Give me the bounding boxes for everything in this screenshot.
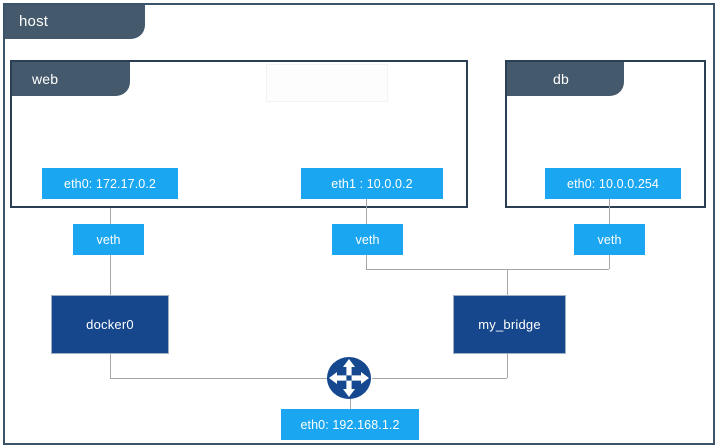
interface-web-eth1-label: eth1 : 10.0.0.2	[331, 176, 413, 191]
container-web-label-tab: web	[12, 62, 130, 96]
bridge-docker0: docker0	[51, 295, 169, 354]
link-veth-db-down	[609, 255, 610, 269]
link-db-eth0-to-veth	[609, 199, 610, 224]
interface-web-eth0-label: eth0: 172.17.0.2	[64, 176, 156, 191]
bridge-docker0-label: docker0	[86, 317, 134, 332]
veth-docker0: veth	[73, 224, 144, 255]
web-placeholder-rect	[266, 64, 388, 102]
bridge-my-bridge: my_bridge	[453, 295, 566, 354]
veth-web-mybridge: veth	[332, 224, 403, 255]
link-mybridge-down	[507, 354, 508, 378]
router-four-arrows-icon	[326, 355, 372, 401]
interface-host-eth0: eth0: 192.168.1.2	[281, 409, 419, 440]
veth-docker0-label: veth	[96, 232, 121, 247]
container-db-label: db	[553, 71, 569, 87]
link-docker0-to-router	[110, 378, 346, 379]
link-web-eth1-to-veth	[366, 199, 367, 224]
container-db-label-tab: db	[507, 62, 624, 96]
container-db: db	[505, 60, 706, 208]
link-veth-web-to-junction	[366, 269, 609, 270]
host-label: host	[19, 13, 49, 30]
link-mybridge-to-router	[372, 378, 507, 379]
interface-db-eth0: eth0: 10.0.0.254	[545, 168, 681, 199]
link-docker0-down	[110, 354, 111, 378]
veth-web-mybridge-label: veth	[355, 232, 380, 247]
interface-web-eth0: eth0: 172.17.0.2	[42, 168, 178, 199]
link-veth-web-down	[366, 255, 367, 269]
link-web-eth0-to-veth	[110, 208, 111, 224]
container-web-label: web	[32, 71, 59, 87]
link-junction-to-mybridge	[507, 269, 508, 300]
interface-host-eth0-label: eth0: 192.168.1.2	[300, 417, 400, 432]
veth-db-mybridge: veth	[574, 224, 645, 255]
link-router-to-host-eth0	[350, 396, 351, 410]
interface-web-eth1: eth1 : 10.0.0.2	[301, 168, 443, 199]
host-label-tab: host	[5, 5, 145, 39]
veth-db-mybridge-label: veth	[597, 232, 622, 247]
bridge-my-bridge-label: my_bridge	[478, 317, 541, 332]
link-veth-to-docker0	[110, 255, 111, 300]
interface-db-eth0-label: eth0: 10.0.0.254	[567, 176, 659, 191]
